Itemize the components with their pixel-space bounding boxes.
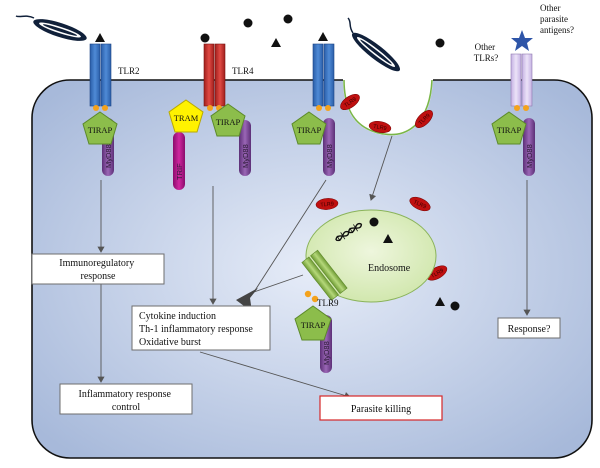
vesicle-pill: TLR9	[368, 121, 392, 133]
tirap-label-tlr9: TIRAP	[301, 320, 326, 330]
black-triangle-icon	[318, 32, 328, 41]
tlr2-label: TLR2	[118, 66, 140, 76]
myd88-adapter-third	[323, 118, 335, 176]
trif-adapter	[173, 132, 185, 190]
cytokine-box	[131, 305, 271, 351]
parasite-killing-text: Parasite killing	[351, 404, 411, 415]
response-text: Response?	[508, 324, 551, 335]
endosome-label: Endosome	[368, 263, 411, 274]
tram-adapter	[168, 99, 204, 133]
black-circle-icon	[200, 33, 210, 43]
tirap-label-third: TIRAP	[297, 125, 322, 135]
myd88-label-tlr4: MyD88	[241, 144, 250, 168]
myd88-adapter-other	[523, 118, 535, 176]
vesicle-pill: TLR9	[315, 198, 339, 210]
tirap-adapter-third	[291, 111, 327, 145]
other-antigens-label: Other parasite antigens?	[540, 3, 574, 35]
black-circle-icon	[369, 217, 379, 227]
vesicle-pill: TLR9	[409, 196, 431, 212]
myd88-adapter-tlr4	[239, 120, 251, 176]
tirap-label-other: TIRAP	[497, 125, 522, 135]
blue-star-icon	[511, 30, 533, 51]
arrow-cup-to-endosome	[369, 135, 393, 201]
tram-label: TRAM	[174, 113, 199, 123]
tlr2-receptor	[89, 43, 112, 111]
inflammatory-control-text: Inflammatory response control	[79, 389, 174, 413]
svg-text:TLR9: TLR9	[320, 201, 334, 208]
black-triangle-icon	[271, 38, 281, 47]
parasite-icon-right	[347, 17, 401, 72]
tirap-adapter-tlr9	[294, 305, 332, 341]
myd88-label-third: MyD88	[325, 144, 334, 168]
tlr9-receptor	[301, 249, 348, 301]
black-triangle-icon	[383, 234, 393, 243]
response-box	[497, 317, 561, 339]
parasite-killing-box	[319, 395, 443, 421]
vesicle-pill: TLR9	[340, 93, 360, 111]
dna-helix-icon	[335, 222, 363, 242]
myd88-label-tlr9: MyD88	[322, 341, 331, 365]
other-tlrs-label: Other TLRs?	[474, 42, 499, 63]
black-circle-icon	[283, 14, 293, 24]
tlr4-label: TLR4	[232, 66, 254, 76]
black-circle-icon	[435, 38, 445, 48]
tirap-adapter-tlr4	[210, 103, 246, 137]
tirap-label-tlr2: TIRAP	[88, 125, 113, 135]
black-circle-icon	[450, 301, 460, 311]
trif-label: TRIF	[175, 163, 184, 180]
svg-text:TLR9: TLR9	[373, 124, 387, 132]
arrow-endosome-to-cytokine	[253, 274, 304, 293]
tlr4-receptor	[203, 43, 226, 111]
black-triangle-icon	[95, 33, 105, 42]
myd88-label-other: MyD88	[525, 144, 534, 168]
black-triangle-icon	[435, 297, 445, 306]
arrow-cytokine-to-killing	[199, 351, 351, 399]
tirap-adapter-other	[491, 111, 527, 145]
other-tlr-receptor	[510, 53, 533, 111]
immunoregulatory-response-box	[31, 253, 165, 285]
arrow-head-cytokine	[236, 288, 258, 312]
tirap-adapter-tlr2	[82, 111, 118, 145]
black-circle-icon	[243, 18, 253, 28]
svg-text:TLR9: TLR9	[430, 268, 445, 280]
parasite-icon-left	[15, 15, 87, 41]
tlr9-anchor	[311, 295, 319, 303]
arrow-third-to-cytokine	[253, 179, 327, 293]
tlr9-label: TLR9	[317, 298, 339, 308]
svg-text:TLR9: TLR9	[412, 199, 427, 210]
inflammatory-control-box	[59, 383, 193, 415]
immunoregulatory-response-text: Immunoregulatory response	[59, 258, 136, 282]
tlr-receptor-third	[312, 43, 335, 111]
cytokine-box-text: Cytokine induction Th-1 inflammatory res…	[139, 311, 255, 348]
tirap-label-tlr4: TIRAP	[216, 117, 241, 127]
myd88-label-tlr2: MyD88	[104, 144, 113, 168]
tlr9-anchor	[304, 290, 312, 298]
